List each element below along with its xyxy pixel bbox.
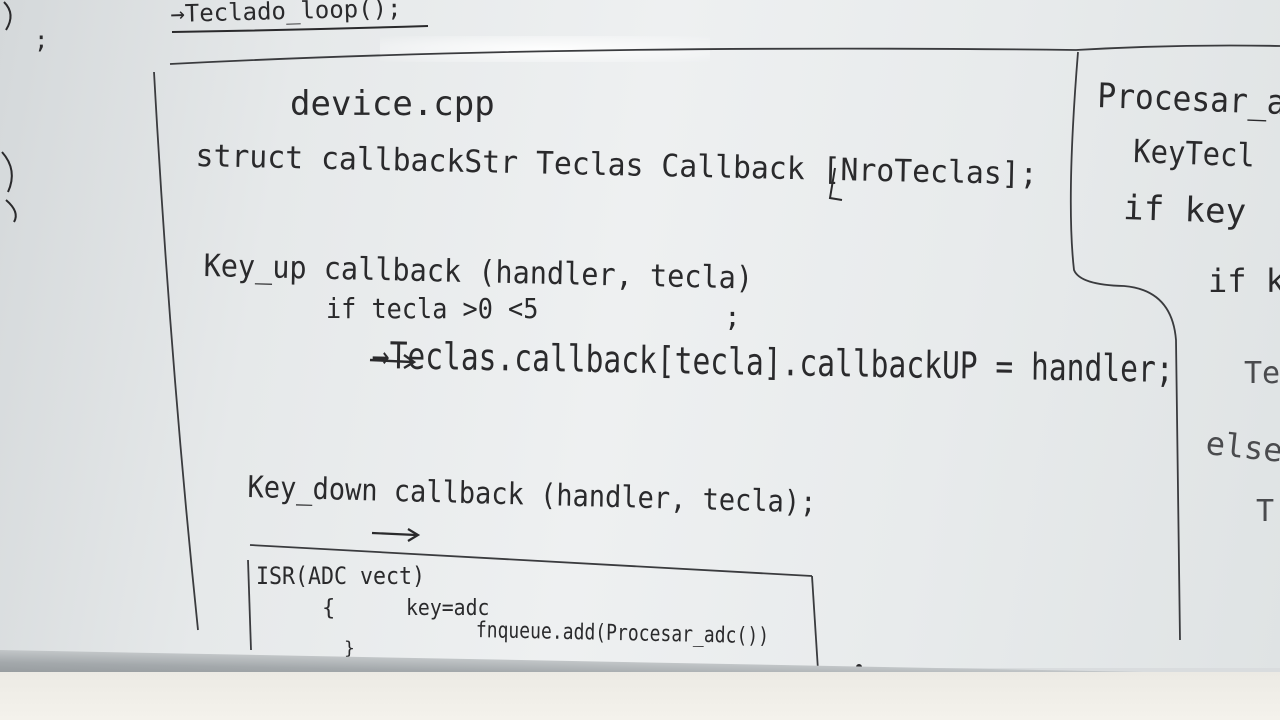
assign-arrow-shaft (369, 358, 413, 364)
right-panel-left-border (1069, 51, 1181, 641)
key-up-condition-text: if tecla >0 <5 (326, 292, 539, 325)
isr-box-left-border (247, 559, 252, 651)
key-up-semicolon: ; (724, 300, 741, 333)
left-margin-semicolon: ; (34, 26, 49, 54)
left-edge-curve-top (3, 1, 12, 31)
right-panel-line-7: T (1256, 494, 1275, 529)
isr-box-top-border (249, 544, 813, 577)
right-panel-line-5: Tec (1244, 356, 1280, 391)
right-panel-line-2: KeyTecl (1132, 132, 1256, 175)
left-panel-top-border (169, 47, 1077, 65)
right-panel-line-1: Procesar_ac (1096, 76, 1280, 124)
whiteboard (0, 0, 1280, 668)
isr-close-brace: } (344, 638, 355, 659)
right-panel-top-border (1075, 44, 1280, 51)
isr-body-line-1: key=adc (406, 596, 490, 621)
isr-open-brace: { (322, 596, 336, 621)
right-panel-line-4: if k (1208, 262, 1280, 300)
right-panel-line-6: else (1204, 424, 1280, 470)
keydown-arrow-shaft (371, 531, 417, 537)
top-underline (171, 25, 429, 33)
right-panel-line-3: if key (1122, 188, 1247, 233)
keydown-arrow-head (407, 528, 421, 542)
isr-box-right-border (811, 575, 819, 671)
left-edge-curve-mid (1, 151, 13, 193)
bracket-mark (828, 167, 843, 201)
left-edge-curve-low (5, 199, 17, 223)
isr-header-text: ISR(ADC vect) (256, 562, 426, 590)
wall-below-board (0, 672, 1280, 720)
left-panel-left-border (153, 71, 199, 631)
filename-text: device.cpp (290, 84, 495, 124)
assign-arrow-head (403, 354, 417, 370)
